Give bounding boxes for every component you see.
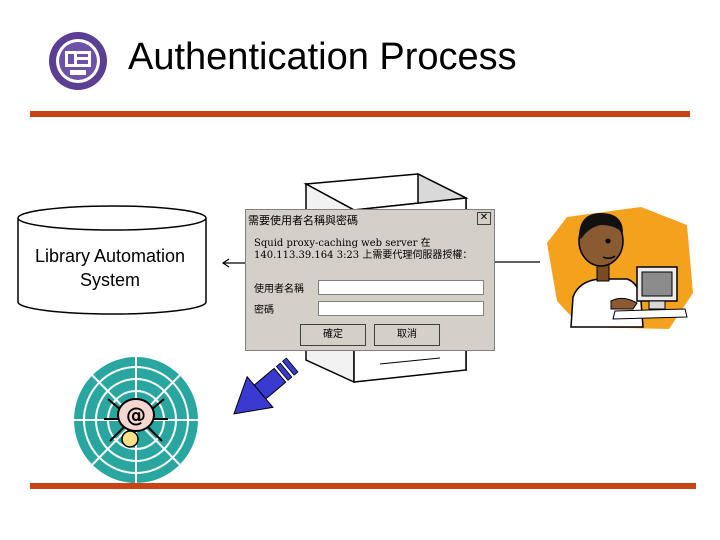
password-field[interactable] [318, 301, 484, 316]
ok-button[interactable]: 確定 [300, 324, 366, 346]
connector-arrow-to-database [221, 258, 248, 268]
database-cylinder-icon [17, 205, 207, 315]
cancel-button[interactable]: 取消 [374, 324, 440, 346]
dialog-title: 需要使用者名稱與密碼 [248, 214, 358, 227]
dialog-message: Squid proxy-caching web server 在 140.113… [254, 238, 472, 262]
university-logo-icon [49, 32, 107, 90]
top-divider [30, 111, 690, 117]
arrow-icon [233, 357, 299, 415]
database-label-line2: System [79, 270, 140, 290]
svg-text:@: @ [126, 403, 146, 427]
database-label: Library Automation System [20, 244, 200, 292]
connector-line-to-user [492, 261, 540, 263]
password-label: 密碼 [254, 305, 274, 316]
slide-title: Authentication Process [128, 36, 517, 78]
database-label-line1: Library Automation [34, 246, 186, 266]
close-button[interactable]: ✕ [477, 212, 491, 225]
web-spider-icon: @ [74, 357, 198, 483]
proxy-auth-dialog: 需要使用者名稱與密碼 ✕ Squid proxy-caching web ser… [245, 209, 495, 351]
user-at-computer-icon [547, 207, 693, 329]
username-field[interactable] [318, 280, 484, 295]
bottom-divider [30, 483, 696, 489]
dialog-message-line2: 140.113.39.164 3:23 上需要代理伺服器授權： [254, 250, 473, 261]
dialog-message-line1: Squid proxy-caching web server 在 [254, 238, 431, 249]
username-label: 使用者名稱 [254, 284, 304, 295]
